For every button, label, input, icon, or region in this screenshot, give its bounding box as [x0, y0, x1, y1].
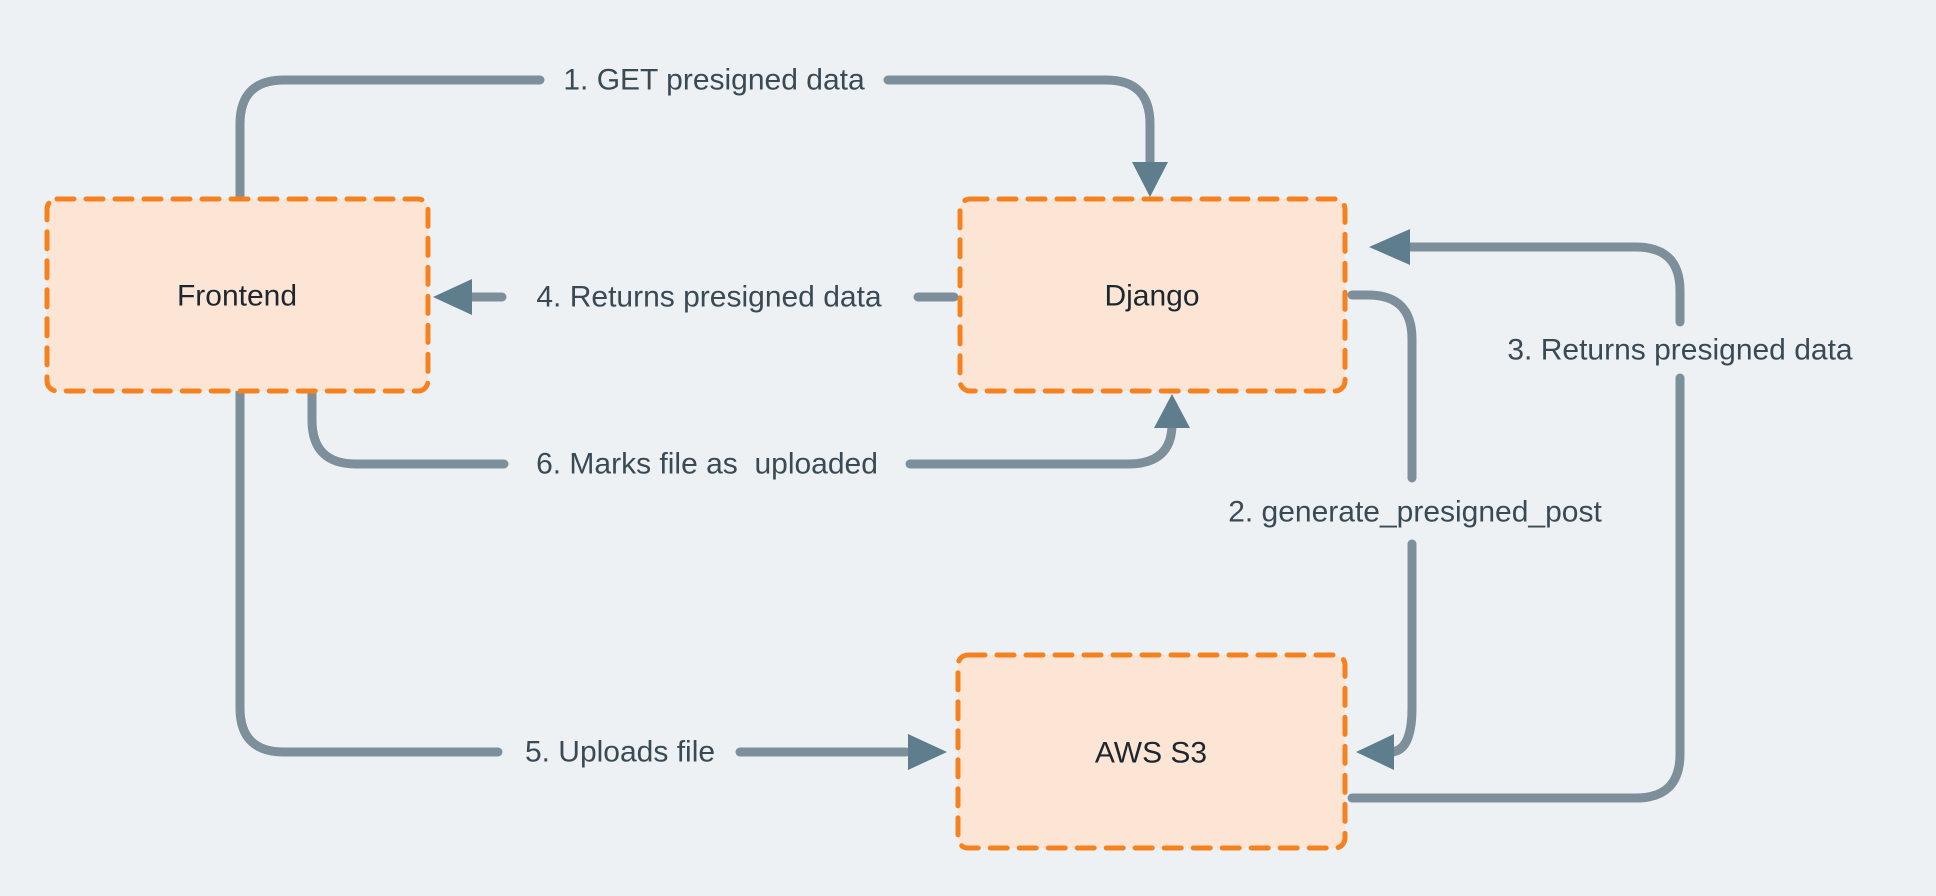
node-frontend-box [44, 196, 431, 394]
arrow-6-path-right [905, 419, 1177, 469]
node-aws-s3-label: AWS S3 [1095, 737, 1207, 770]
arrow-1-path-left [235, 75, 545, 201]
arrow-4-returns-presigned-data: 4. Returns presigned data [433, 279, 959, 315]
arrow-2-arrowhead-left-icon [1356, 734, 1394, 770]
arrow-6-label: 6. Marks file as uploaded [536, 448, 878, 481]
arrow-3-returns-presigned-data: 3. Returns presigned data [1347, 229, 1853, 803]
arrow-4-arrowhead-left-icon [433, 279, 472, 315]
arrow-5-arrowhead-right-icon [908, 734, 947, 770]
arrow-6-marks-file-uploaded: 6. Marks file as uploaded [307, 387, 1190, 481]
node-django-box [957, 196, 1348, 394]
arrow-1-label: 1. GET presigned data [563, 64, 865, 97]
arrow-5-label: 5. Uploads file [525, 736, 715, 769]
node-django-label: Django [1104, 280, 1199, 313]
node-frontend-label: Frontend [177, 280, 297, 313]
arrow-3-label: 3. Returns presigned data [1507, 334, 1853, 367]
node-django: Django [957, 196, 1348, 394]
node-frontend: Frontend [44, 196, 431, 394]
node-aws-s3-box [955, 652, 1348, 851]
arrow-5-uploads-file: 5. Uploads file [235, 387, 947, 770]
arrow-1-arrowhead-down-icon [1132, 162, 1168, 197]
arrow-2-generate-presigned-post: 2. generate_presigned_post [1228, 290, 1602, 770]
arrow-3-arrowhead-left-icon [1369, 229, 1410, 265]
arrow-5-path-left [235, 387, 503, 757]
node-aws-s3: AWS S3 [955, 652, 1348, 851]
arrow-2-path-top [1347, 290, 1417, 483]
arrow-6-path-left [307, 387, 509, 469]
arrow-1-path-right [883, 75, 1155, 171]
arrow-1-get-presigned-data: 1. GET presigned data [235, 64, 1168, 201]
arrow-4-label: 4. Returns presigned data [536, 281, 882, 314]
arrow-6-arrowhead-up-icon [1154, 394, 1190, 428]
arrow-2-path-bottom [1385, 539, 1417, 757]
arrow-3-path-top [1403, 242, 1685, 327]
arrow-2-label: 2. generate_presigned_post [1228, 496, 1602, 529]
arrow-3-path-bottom [1347, 373, 1685, 803]
